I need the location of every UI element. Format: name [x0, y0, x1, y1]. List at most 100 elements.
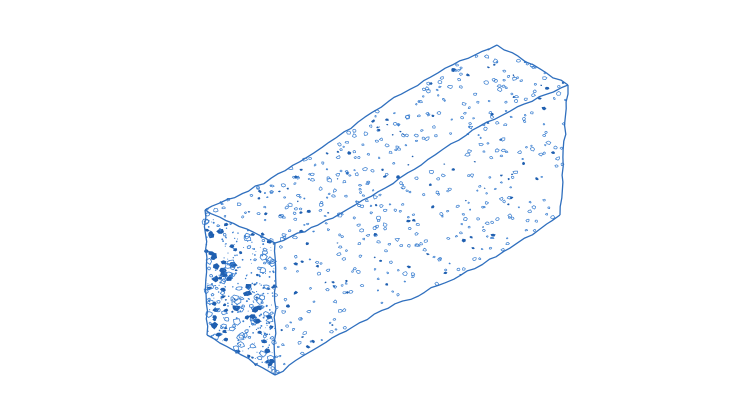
side-pore: [324, 222, 328, 225]
side-pore: [355, 270, 361, 274]
side-pore: [507, 213, 513, 218]
side-pore: [531, 205, 537, 210]
end-stipple-dot: [261, 293, 263, 295]
top-pore: [352, 133, 357, 138]
side-pore: [278, 245, 283, 249]
end-pore: [212, 318, 217, 322]
side-pore: [471, 247, 475, 250]
top-pore: [374, 115, 377, 118]
side-pore: [351, 270, 354, 273]
top-pore: [325, 152, 329, 155]
end-stipple-dot: [242, 350, 244, 352]
top-pore: [377, 128, 381, 132]
edge-back-top: [496, 44, 569, 86]
side-pore: [319, 262, 323, 265]
side-pore: [550, 151, 555, 154]
end-pore: [214, 286, 219, 290]
end-stipple-dot: [255, 328, 258, 331]
end-stipple-dot: [232, 257, 234, 259]
top-pore: [439, 76, 444, 80]
end-stipple-dot: [255, 282, 258, 284]
side-pore: [542, 198, 546, 202]
end-stipple-dot: [254, 283, 257, 285]
end-pore: [230, 273, 236, 278]
end-stipple-dot: [209, 230, 211, 232]
end-stipple-dot: [236, 238, 239, 240]
end-stipple-dot: [220, 295, 223, 298]
end-stipple-dot: [206, 212, 208, 214]
top-pore: [378, 126, 380, 128]
side-pore: [438, 256, 442, 260]
edge-back-right: [559, 85, 569, 216]
end-stipple-dot: [269, 328, 271, 331]
side-face-fill: [274, 85, 568, 375]
end-stipple-dot: [234, 237, 236, 240]
end-stipple-dot: [258, 275, 261, 278]
side-pore: [470, 173, 474, 178]
end-stipple-dot: [209, 309, 211, 311]
top-pore: [514, 95, 520, 99]
top-pore: [352, 128, 357, 133]
side-pore: [522, 161, 525, 165]
top-pore: [318, 209, 323, 212]
sponge-side-face: [273, 85, 568, 375]
end-pore: [260, 305, 265, 309]
top-pore: [457, 68, 461, 72]
side-pore: [422, 193, 426, 197]
side-pore: [554, 164, 559, 168]
end-pore: [232, 345, 240, 353]
end-stipple-dot: [251, 356, 253, 359]
end-pore: [205, 311, 213, 318]
side-pore: [341, 308, 347, 312]
end-stipple-dot: [232, 297, 234, 299]
top-pore: [417, 100, 421, 103]
top-pore: [404, 144, 408, 147]
end-stipple-dot: [254, 321, 256, 323]
top-pore: [278, 215, 283, 219]
side-pore: [483, 126, 488, 131]
end-pore: [256, 355, 263, 361]
end-stipple-dot: [244, 277, 247, 280]
side-pore: [510, 175, 515, 179]
side-pore: [525, 218, 530, 223]
end-stipple-dot: [252, 300, 254, 302]
side-pore: [506, 237, 509, 240]
end-stipple-dot: [234, 254, 236, 257]
top-pore: [422, 95, 425, 98]
end-stipple-dot: [264, 272, 267, 275]
end-pore: [222, 233, 227, 237]
top-pore: [474, 54, 479, 58]
side-pore: [559, 146, 563, 150]
end-stipple-dot: [273, 288, 275, 290]
end-pore: [236, 334, 245, 341]
top-pore: [469, 125, 474, 130]
top-pore: [344, 194, 348, 198]
top-pore: [299, 168, 303, 171]
end-pore: [266, 260, 270, 264]
end-pore: [264, 348, 271, 354]
end-pore: [208, 321, 212, 325]
top-pore: [501, 84, 506, 88]
side-pore: [437, 193, 441, 196]
end-stipple-dot: [232, 247, 235, 249]
side-pore: [435, 190, 440, 195]
side-pore: [401, 183, 404, 186]
end-stipple-dot: [265, 305, 268, 308]
side-pore: [326, 228, 331, 232]
end-pore: [211, 321, 219, 328]
top-pore: [420, 129, 424, 132]
side-pore: [461, 213, 465, 216]
top-pore: [303, 197, 306, 200]
end-stipple-dot: [260, 284, 262, 286]
side-pore: [345, 291, 350, 294]
end-pore: [270, 370, 273, 372]
end-pore: [217, 276, 222, 280]
end-stipple-dot: [267, 366, 270, 368]
end-pore: [255, 297, 264, 305]
end-stipple-dot: [213, 285, 215, 287]
end-pore: [246, 245, 252, 249]
top-pore: [359, 191, 362, 194]
top-pore: [496, 84, 502, 88]
side-pore: [446, 209, 450, 213]
side-pore: [401, 203, 405, 206]
